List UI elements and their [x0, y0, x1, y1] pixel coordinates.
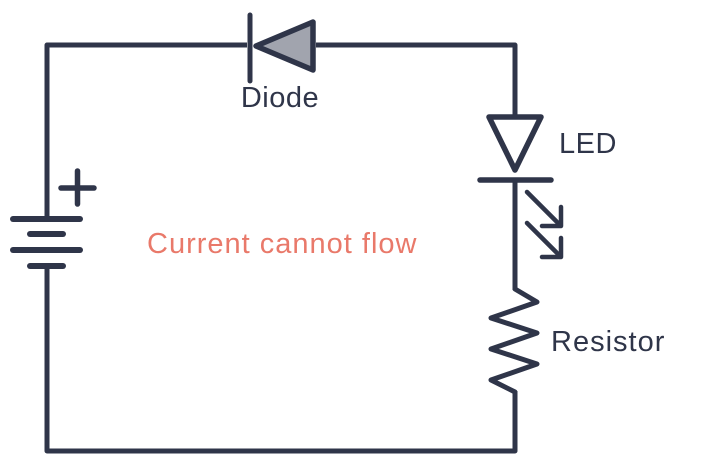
led-label: LED	[559, 128, 617, 160]
led-emission-arrow-1-head	[539, 204, 564, 229]
wire-top-right	[316, 42, 518, 117]
diode-symbol	[247, 12, 316, 84]
current-cannot-flow-message: Current cannot flow	[147, 228, 418, 260]
led-emission-arrow-2-head	[539, 235, 564, 260]
led-emission-arrow-2-shaft	[524, 220, 561, 257]
diode-label: Diode	[240, 82, 320, 114]
resistor-zigzag	[488, 286, 540, 395]
diode-triangle	[253, 19, 316, 73]
wire-bottom-loop	[44, 267, 518, 454]
led-triangle	[486, 114, 544, 173]
resistor-symbol	[488, 286, 540, 395]
circuit-wires	[44, 42, 518, 454]
led-symbol	[477, 114, 564, 260]
led-emission-arrow-1-shaft	[524, 189, 561, 226]
resistor-label: Resistor	[551, 326, 666, 358]
battery-plus-icon	[58, 168, 97, 207]
battery-symbol	[10, 168, 97, 269]
wire-left-top	[44, 42, 247, 220]
